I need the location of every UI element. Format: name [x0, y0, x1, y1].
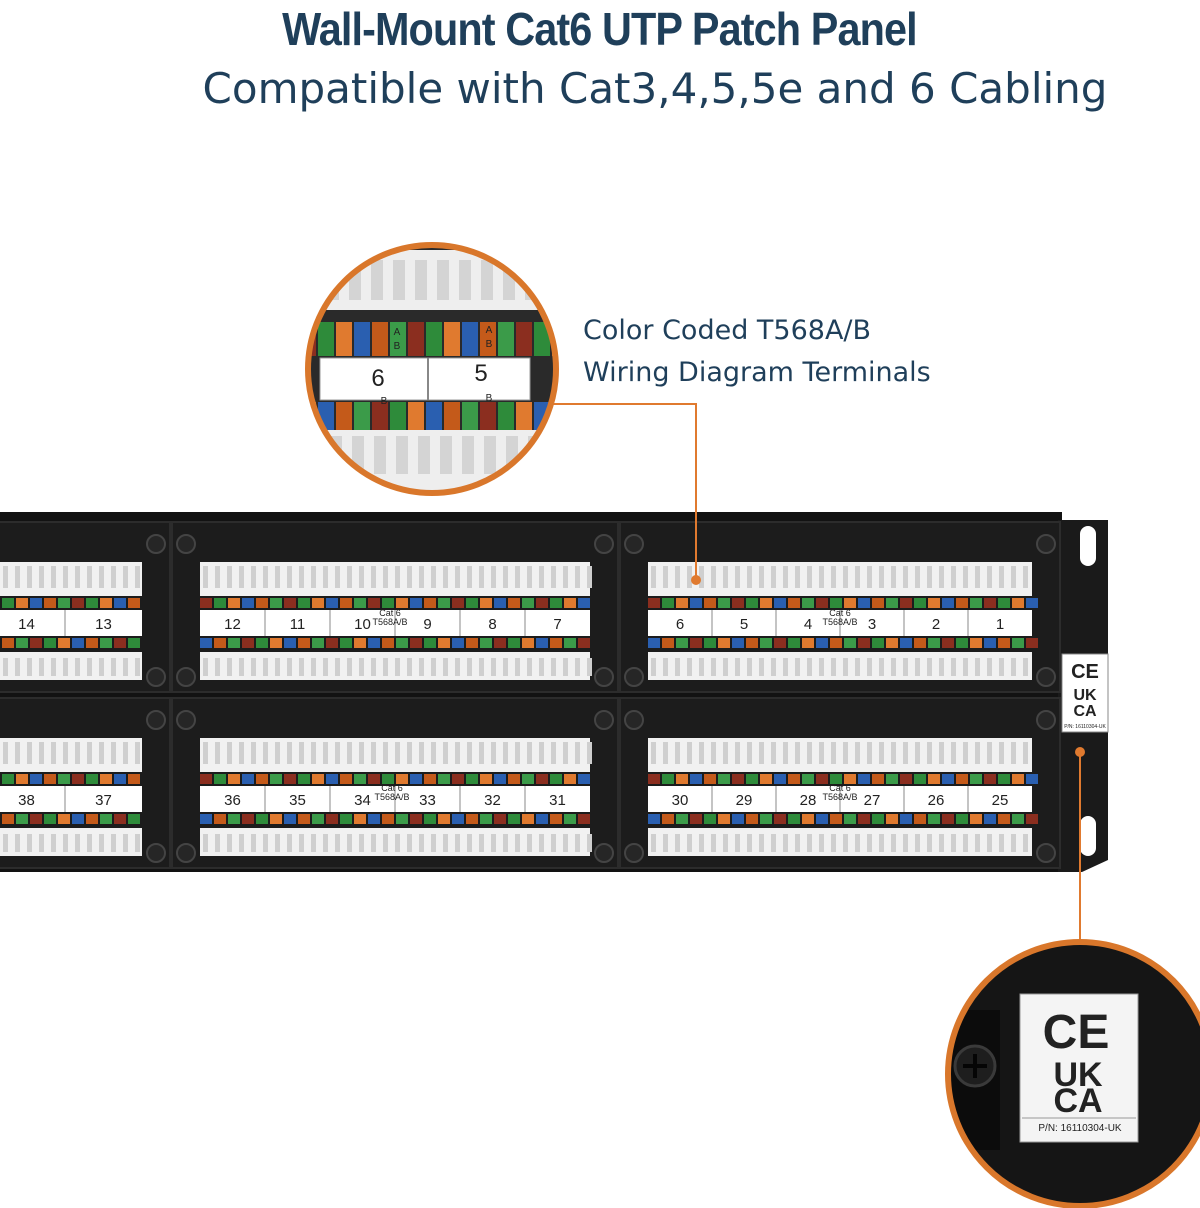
port-number: 30	[672, 792, 689, 809]
port-number: 26	[928, 792, 945, 809]
zoom-wiring-terminals: 6 5 A B A B B B	[305, 242, 559, 496]
zoom-code-a-2: A	[486, 325, 493, 336]
compliance-label-small: CE UK CA P/N: 16110304-UK	[1061, 653, 1109, 733]
screw-icon	[176, 843, 196, 863]
port-number: 35	[289, 792, 306, 809]
screw-icon	[176, 534, 196, 554]
zoom-code-b-3: B	[381, 396, 388, 407]
screw-icon	[146, 843, 166, 863]
module-ports-6-1: 6 5 4 3 2 1	[619, 521, 1061, 693]
screw-icon	[624, 843, 644, 863]
cat-label-top-right-1: Cat 6	[829, 608, 851, 618]
screw-icon	[594, 667, 614, 687]
part-number-large: P/N: 16110304-UK	[1038, 1123, 1122, 1134]
zoom-ring-wiring	[305, 242, 559, 496]
cat-label-bot-mid-2: T568A/B	[374, 792, 409, 802]
module-ports-14-13: 14 13	[0, 521, 171, 693]
ukca-mark-small-1: UK	[1073, 687, 1097, 704]
module-ports-38-37: 38 37	[0, 697, 171, 869]
port-number: 36	[224, 792, 241, 809]
callout-leader-wiring	[550, 403, 697, 578]
screw-icon	[594, 710, 614, 730]
screw-icon	[176, 667, 196, 687]
callout-line-2: Wiring Diagram Terminals	[583, 357, 931, 388]
zoom-code-a-1: A	[394, 327, 401, 338]
cat-label-bot-right-2: T568A/B	[822, 792, 857, 802]
zoom-code-b-4: B	[486, 393, 493, 404]
ce-mark-small: CE	[1071, 661, 1099, 683]
screw-icon	[624, 710, 644, 730]
port-number: 25	[992, 792, 1009, 809]
port-number: 10	[354, 616, 371, 633]
port-number: 31	[549, 792, 566, 809]
zoom-port-6: 6	[371, 365, 384, 392]
mounting-slot-bottom	[1080, 816, 1096, 856]
port-number: 32	[484, 792, 501, 809]
port-number: 9	[423, 616, 431, 633]
screw-icon	[594, 843, 614, 863]
ukca-mark-small-2: CA	[1073, 703, 1097, 720]
ukca-mark-large-1: UK	[1053, 1056, 1103, 1094]
screw-icon	[146, 534, 166, 554]
module-ports-36-31: 36 35 34 33 32 31	[171, 697, 619, 869]
port-number: 5	[740, 616, 748, 633]
port-number: 2	[932, 616, 940, 633]
port-number: 8	[488, 616, 496, 633]
page-subtitle: Compatible with Cat3,4,5,5e and 6 Cablin…	[202, 64, 1108, 113]
screw-icon	[624, 667, 644, 687]
port-number: 34	[354, 792, 371, 809]
callout-dot	[1075, 747, 1085, 757]
screw-icon	[1036, 534, 1056, 554]
ukca-mark-large-2: CA	[1053, 1082, 1102, 1120]
module-ports-12-7: 12 11 10 9 8 7	[171, 521, 619, 693]
screw-icon	[146, 710, 166, 730]
callout-dot-wiring	[691, 575, 701, 585]
zoom-code-b-1: B	[394, 341, 401, 352]
port-number: 1	[996, 616, 1004, 633]
port-number: 4	[804, 616, 812, 633]
cat-label-bot-mid-1: Cat 6	[381, 783, 403, 793]
screw-icon	[146, 667, 166, 687]
port-number: 6	[676, 616, 684, 633]
mounting-slot-top	[1080, 526, 1096, 566]
module-ports-30-25: 30 29 28 27 26 25	[619, 697, 1061, 869]
port-number: 12	[224, 616, 241, 633]
port-number: 27	[864, 792, 881, 809]
port-number: 11	[290, 616, 306, 633]
zoom-compliance-label: CE UK CA P/N: 16110304-UK	[945, 939, 1200, 1208]
port-number: 7	[553, 616, 561, 633]
part-number-small: P/N: 16110304-UK	[1064, 724, 1106, 730]
port-number: 29	[736, 792, 753, 809]
port-number: 37	[95, 792, 112, 809]
zoom-ring-label	[945, 939, 1200, 1208]
cat-label-top-right-2: T568A/B	[822, 617, 857, 627]
callout-line-1: Color Coded T568A/B	[583, 315, 872, 346]
port-number: 14	[18, 616, 35, 633]
screw-icon	[1036, 710, 1056, 730]
screw-icon	[1036, 843, 1056, 863]
screw-icon	[176, 710, 196, 730]
ce-mark-large: CE	[1043, 1006, 1110, 1059]
screw-icon	[624, 534, 644, 554]
cat-label-bot-right-1: Cat 6	[829, 783, 851, 793]
cat-label-top-mid-1: Cat 6	[379, 608, 401, 618]
port-number: 13	[95, 616, 112, 633]
page-title: Wall-Mount Cat6 UTP Patch Panel	[282, 3, 917, 55]
port-number: 3	[868, 616, 876, 633]
callout-wiring-text: Color Coded T568A/B Wiring Diagram Termi…	[583, 310, 931, 394]
screw-icon	[1036, 667, 1056, 687]
cat-label-top-mid-2: T568A/B	[372, 617, 407, 627]
screw-icon	[594, 534, 614, 554]
zoom-code-b-2: B	[486, 339, 493, 350]
zoom-port-5: 5	[474, 360, 487, 387]
port-number: 28	[800, 792, 817, 809]
port-number: 33	[419, 792, 436, 809]
port-number: 38	[18, 792, 35, 809]
